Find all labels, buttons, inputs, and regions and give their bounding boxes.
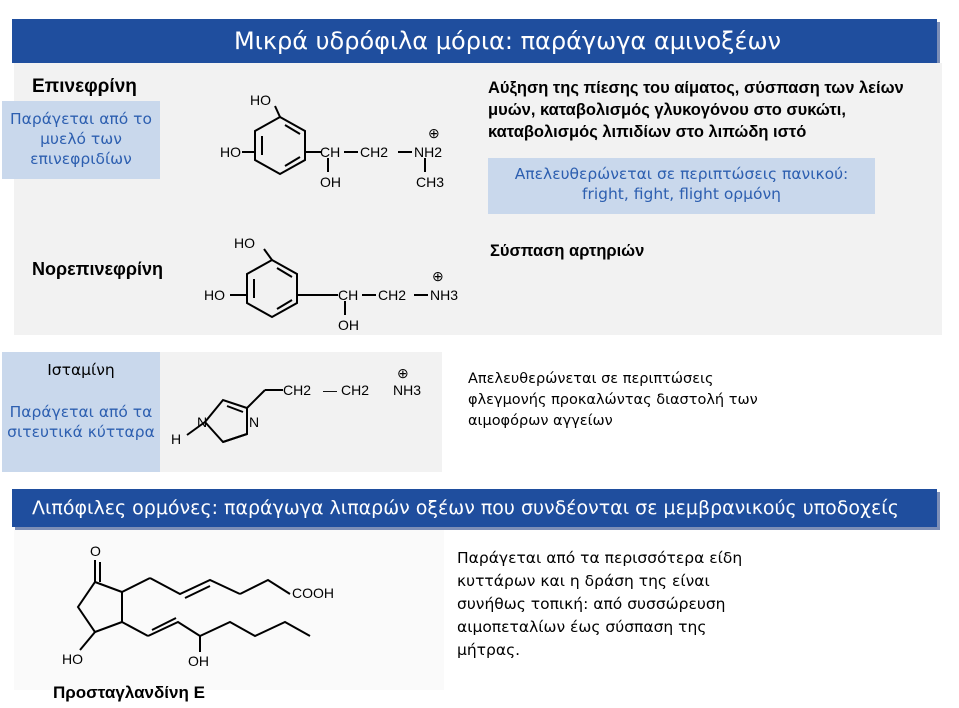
norepinephrine-effect: Σύσπαση αρτηριών [490,242,645,260]
histamine-name: Ισταμίνη [47,361,115,379]
histamine-structure: CH2 — CH2 NH3 ⊕ N N H [171,365,421,447]
epinephrine-atom-plus: ⊕ [428,125,440,141]
epinephrine-atom-ho-left: HO [220,144,241,160]
histamine-release: Απελευθερώνεται σε περιπτώσεις φλεγμονής… [468,371,758,429]
norepinephrine-atom-ch2: CH2 [378,287,406,303]
norepinephrine-atom-ch: CH [338,287,358,303]
prostaglandin-atom-ho: HO [62,651,83,667]
prostaglandin-description: Παράγεται από τα περισσότερα είδη κυττάρ… [457,549,743,659]
prostaglandin-atom-cooh: COOH [292,585,334,601]
prostaglandin-structure: O COOH HO OH [62,543,334,669]
epinephrine-atom-nh2: NH2 [414,144,442,160]
epinephrine-effect: Αύξηση της πίεσης του αίματος, σύσπαση τ… [488,79,904,141]
prostaglandin-atom-oh: OH [188,653,209,669]
norepinephrine-atom-nh3: NH3 [430,287,458,303]
norepinephrine-atom-ho-top: HO [234,235,255,251]
histamine-atom-h: H [171,431,181,447]
norepinephrine-atom-oh: OH [338,317,359,333]
epinephrine-name: Επινεφρίνη [32,76,137,97]
norepinephrine-structure: HO HO CH CH2 NH3 ⊕ OH [204,235,458,333]
epinephrine-origin: Παράγεται από το μυελό των επινεφριδίων [10,110,152,168]
norepinephrine-atom-ho-left: HO [204,287,225,303]
histamine-origin: Παράγεται από τα σιτευτικά κύτταρα [7,403,155,441]
epinephrine-atom-ch: CH [320,144,340,160]
histamine-atom-n1: N [197,414,207,430]
epinephrine-atom-oh: OH [320,174,341,190]
prostaglandin-panel [14,530,444,690]
epinephrine-release-box: Απελευθερώνεται σε περιπτώσεις πανικού: … [488,158,875,214]
page-title: Μικρά υδρόφιλα μόρια: παράγωγα αμινοξέων [12,19,937,63]
histamine-atom-plus: ⊕ [397,365,409,381]
epinephrine-atom-ch3: CH3 [416,174,444,190]
epinephrine-atom-ch2: CH2 [360,144,388,160]
prostaglandin-name: Προσταγλανδίνη E [53,683,205,702]
histamine-atom-ch2a: CH2 [283,382,311,398]
prostaglandin-atom-o: O [90,543,101,559]
lipid-hormones-banner: Λιπόφιλες ορμόνες: παράγωγα λιπαρών οξέω… [12,489,937,527]
epinephrine-release: Απελευθερώνεται σε περιπτώσεις πανικού: … [514,165,849,203]
histamine-atom-nh3: NH3 [393,382,421,398]
norepinephrine-name: Νορεπινεφρίνη [32,259,164,279]
histamine-structure-panel [160,352,442,472]
histamine-atom-ch2b: CH2 [341,382,369,398]
epinephrine-origin-box: Παράγεται από το μυελό των επινεφριδίων [2,101,160,179]
histamine-atom-dash: — [323,382,337,398]
histamine-box: Ισταμίνη Παράγεται από τα σιτευτικά κύττ… [2,352,160,472]
histamine-atom-n2: N [249,414,259,430]
norepinephrine-atom-plus: ⊕ [432,268,444,284]
epinephrine-atom-ho-top: HO [250,92,271,108]
epinephrine-structure: HO HO CH CH2 NH2 ⊕ OH CH3 [220,92,444,190]
